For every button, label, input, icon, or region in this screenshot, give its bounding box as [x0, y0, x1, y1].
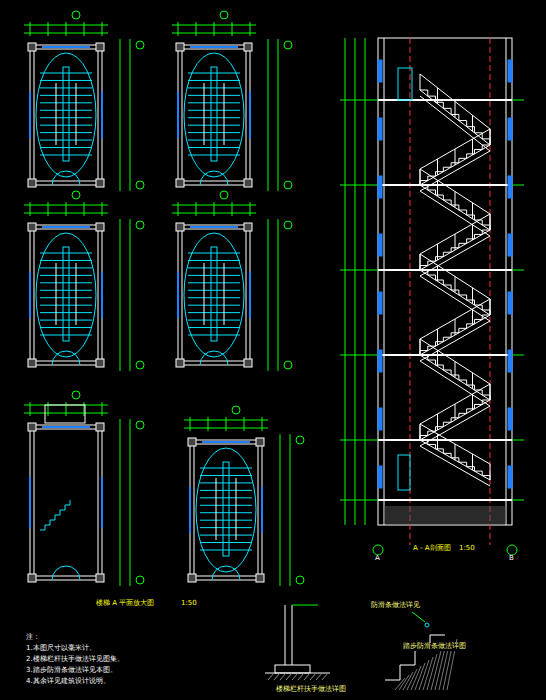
grid-label: A: [374, 555, 381, 563]
drawing-title: 楼梯 A 平面放大图: [95, 600, 155, 608]
drawing-title: 1:50: [180, 600, 198, 608]
drawing-title: 1:50: [458, 545, 476, 553]
note-text: 3.踏步防滑条做法详见本图。: [25, 667, 118, 675]
detail-title: 踏步防滑条做法详图: [402, 643, 467, 651]
detail-title: 楼梯栏杆扶手做法详图: [275, 686, 347, 694]
grid-label: B: [508, 555, 515, 563]
note-text: 4.其余详见建筑设计说明。: [25, 678, 111, 686]
note-text: 注：: [25, 634, 41, 642]
note-text: 1.本图尺寸以毫米计。: [25, 645, 97, 653]
detail-title: 防滑条做法详见: [370, 602, 421, 610]
note-text: 2.楼梯栏杆扶手做法详见图集。: [25, 656, 125, 664]
drawing-title: A－A剖面图: [412, 545, 452, 553]
